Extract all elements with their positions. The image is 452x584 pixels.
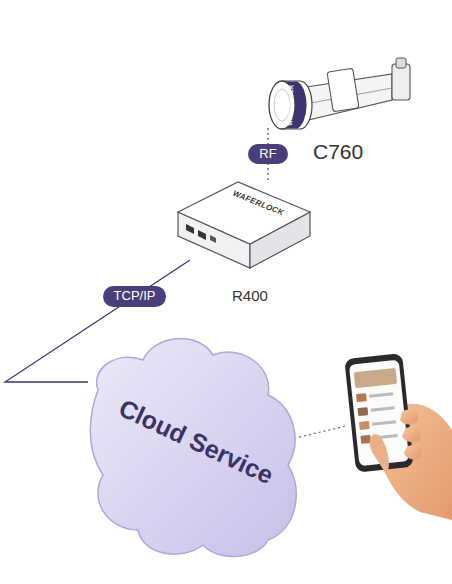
cloud-shape: [90, 339, 296, 557]
device-brand: WAFERLOCK: [231, 190, 285, 218]
link-label: RF: [248, 144, 287, 164]
cloud-service: Cloud Service: [88, 330, 303, 562]
lock-illustration: [269, 58, 410, 129]
link-label: TCP/IP: [103, 286, 167, 306]
lock-device: WAFERLOCKC760: [262, 60, 417, 128]
device-label: C760: [313, 140, 363, 163]
phone-illustration: [344, 353, 452, 520]
device-label: R400: [232, 288, 268, 305]
router-illustration: [178, 182, 310, 268]
device-brand: WAFERLOCK: [287, 84, 295, 126]
router-device: WAFERLOCKR400: [178, 180, 310, 268]
